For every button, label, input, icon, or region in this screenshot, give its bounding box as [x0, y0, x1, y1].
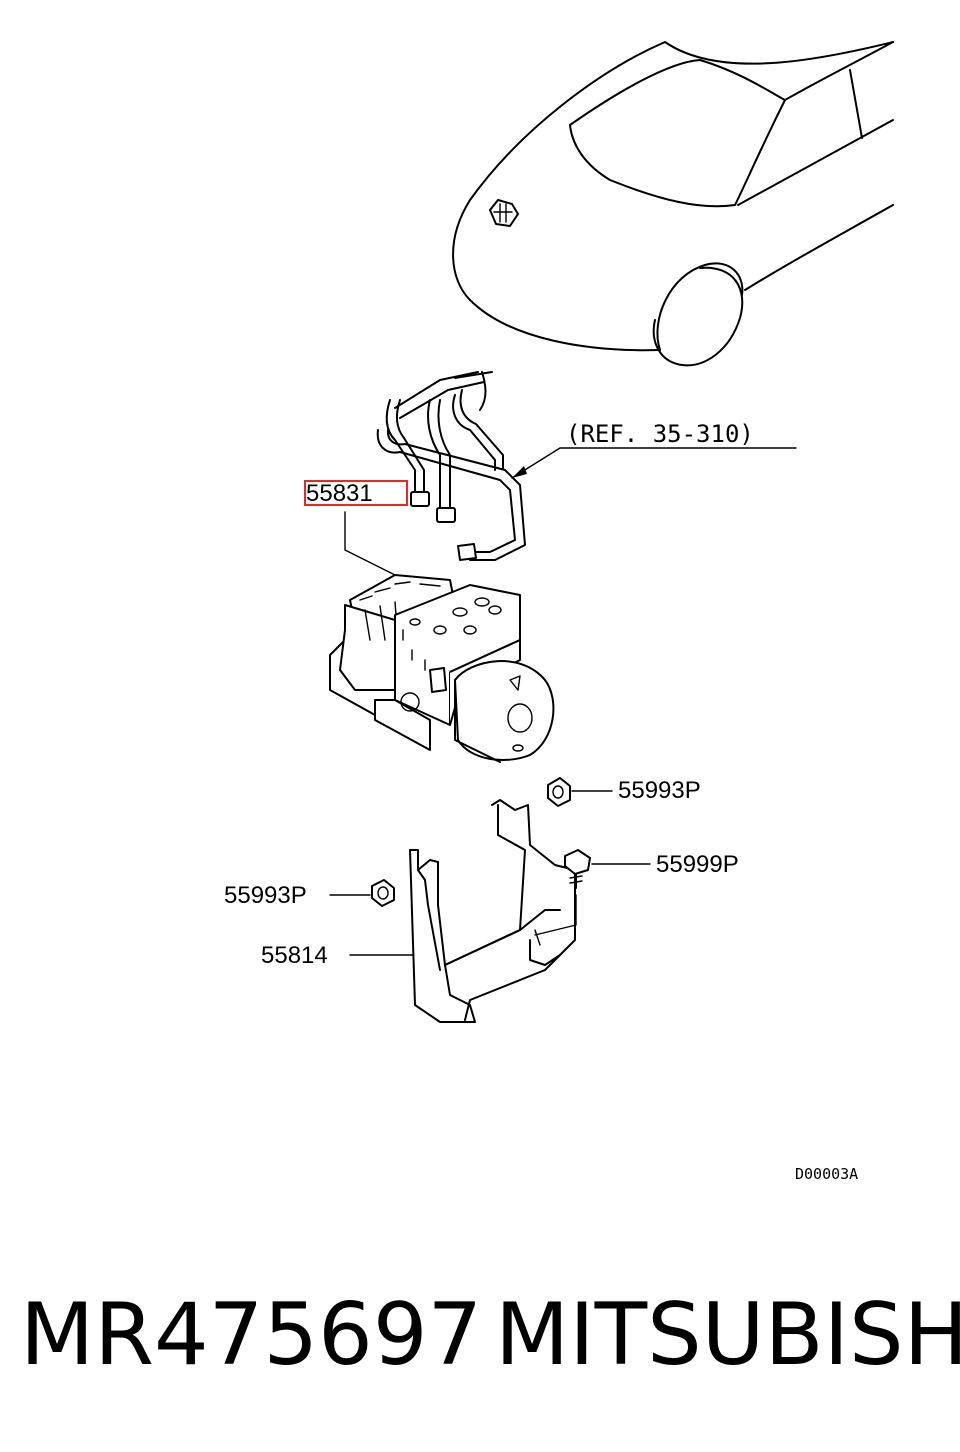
- nut-upper: [547, 777, 571, 807]
- car-outline: [452, 41, 894, 367]
- bracket: [409, 799, 576, 1023]
- callout-55831[interactable]: 55831: [306, 480, 373, 507]
- nut-lower: [371, 879, 395, 907]
- part-number: MR475697: [20, 1285, 483, 1385]
- callout-55993p-lower[interactable]: 55993P: [224, 882, 307, 909]
- brand-name: MITSUBISHI: [495, 1285, 960, 1385]
- abs-location-icon: [489, 199, 519, 227]
- callout-55831-leader: [344, 511, 396, 576]
- callout-55814[interactable]: 55814: [261, 942, 328, 969]
- drawing-code: D00003A: [795, 1165, 858, 1183]
- highlight-box: [304, 480, 408, 506]
- bolt: [534, 849, 591, 936]
- callout-55999p[interactable]: 55999P: [656, 851, 739, 878]
- reference-label: (REF. 35-310): [566, 420, 754, 448]
- abs-hydraulic-unit: [329, 574, 555, 763]
- brake-pipes: [376, 371, 526, 561]
- reference-leader: [511, 447, 797, 479]
- caption: MR475697 MITSUBISHI: [0, 1285, 960, 1395]
- callout-55993p-upper[interactable]: 55993P: [618, 777, 701, 804]
